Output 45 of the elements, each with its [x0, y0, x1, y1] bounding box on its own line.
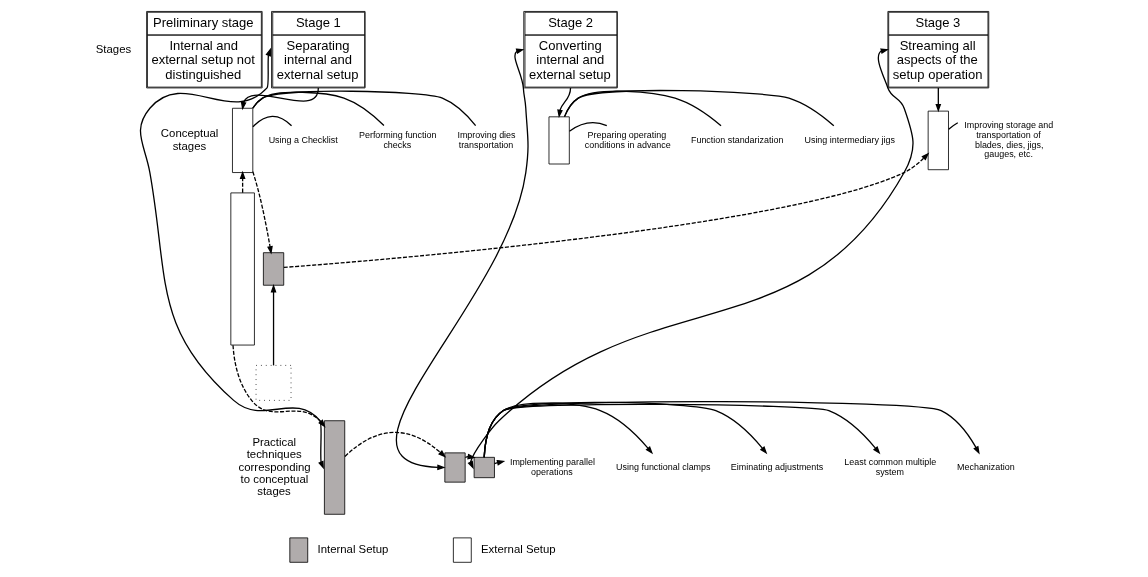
node-bar — [548, 116, 570, 165]
arrow — [344, 431, 447, 458]
arrow — [283, 152, 930, 269]
node-bar — [262, 252, 285, 286]
node-text: Implementing parallel operations — [509, 456, 595, 477]
arrow — [270, 284, 277, 367]
arrow — [395, 48, 529, 471]
node-box — [255, 365, 292, 401]
connector — [252, 90, 477, 127]
node-box — [473, 456, 495, 479]
node-text: Using functional clamps — [616, 461, 711, 472]
node-text: Performing function checks — [358, 129, 437, 150]
connector — [568, 122, 608, 132]
label: Practical techniques corresponding to conceptual stages — [238, 436, 311, 497]
node-text: Using intermediary jigs — [804, 134, 895, 145]
node-bar — [324, 420, 346, 515]
arrow — [467, 48, 914, 470]
node-bar — [444, 452, 466, 483]
arrow — [232, 344, 326, 428]
node-text: Using a Checklist — [268, 134, 338, 145]
node-text: Least common multiple system — [844, 456, 937, 477]
arrow — [557, 87, 572, 118]
node-text: Improving storage and transportation of blades, dies, jigs, gauges, etc. — [964, 120, 1054, 160]
node-text: Eiminating adjustments — [730, 461, 824, 472]
node-bar — [230, 192, 255, 346]
arrow — [483, 400, 980, 458]
connector — [948, 122, 959, 130]
arrow — [139, 47, 324, 470]
label: Stages — [95, 42, 132, 55]
arrow — [240, 87, 319, 111]
label: Conceptual stages — [160, 127, 219, 152]
node-text: Preparing operating conditions in advance — [584, 129, 671, 150]
node-text: Improving dies transportation — [457, 129, 516, 150]
node-text: Function standarization — [690, 134, 784, 145]
node-text: Mechanization — [957, 461, 1015, 472]
legend-label: External Setup — [481, 543, 556, 556]
connector — [252, 115, 293, 128]
arrow — [464, 453, 476, 460]
arrow — [239, 170, 246, 194]
node-bar — [927, 110, 949, 171]
node-bar — [232, 107, 254, 173]
connector — [563, 89, 835, 127]
legend-label: Internal Setup — [317, 543, 389, 556]
arrow — [252, 171, 273, 255]
connector — [252, 91, 385, 127]
